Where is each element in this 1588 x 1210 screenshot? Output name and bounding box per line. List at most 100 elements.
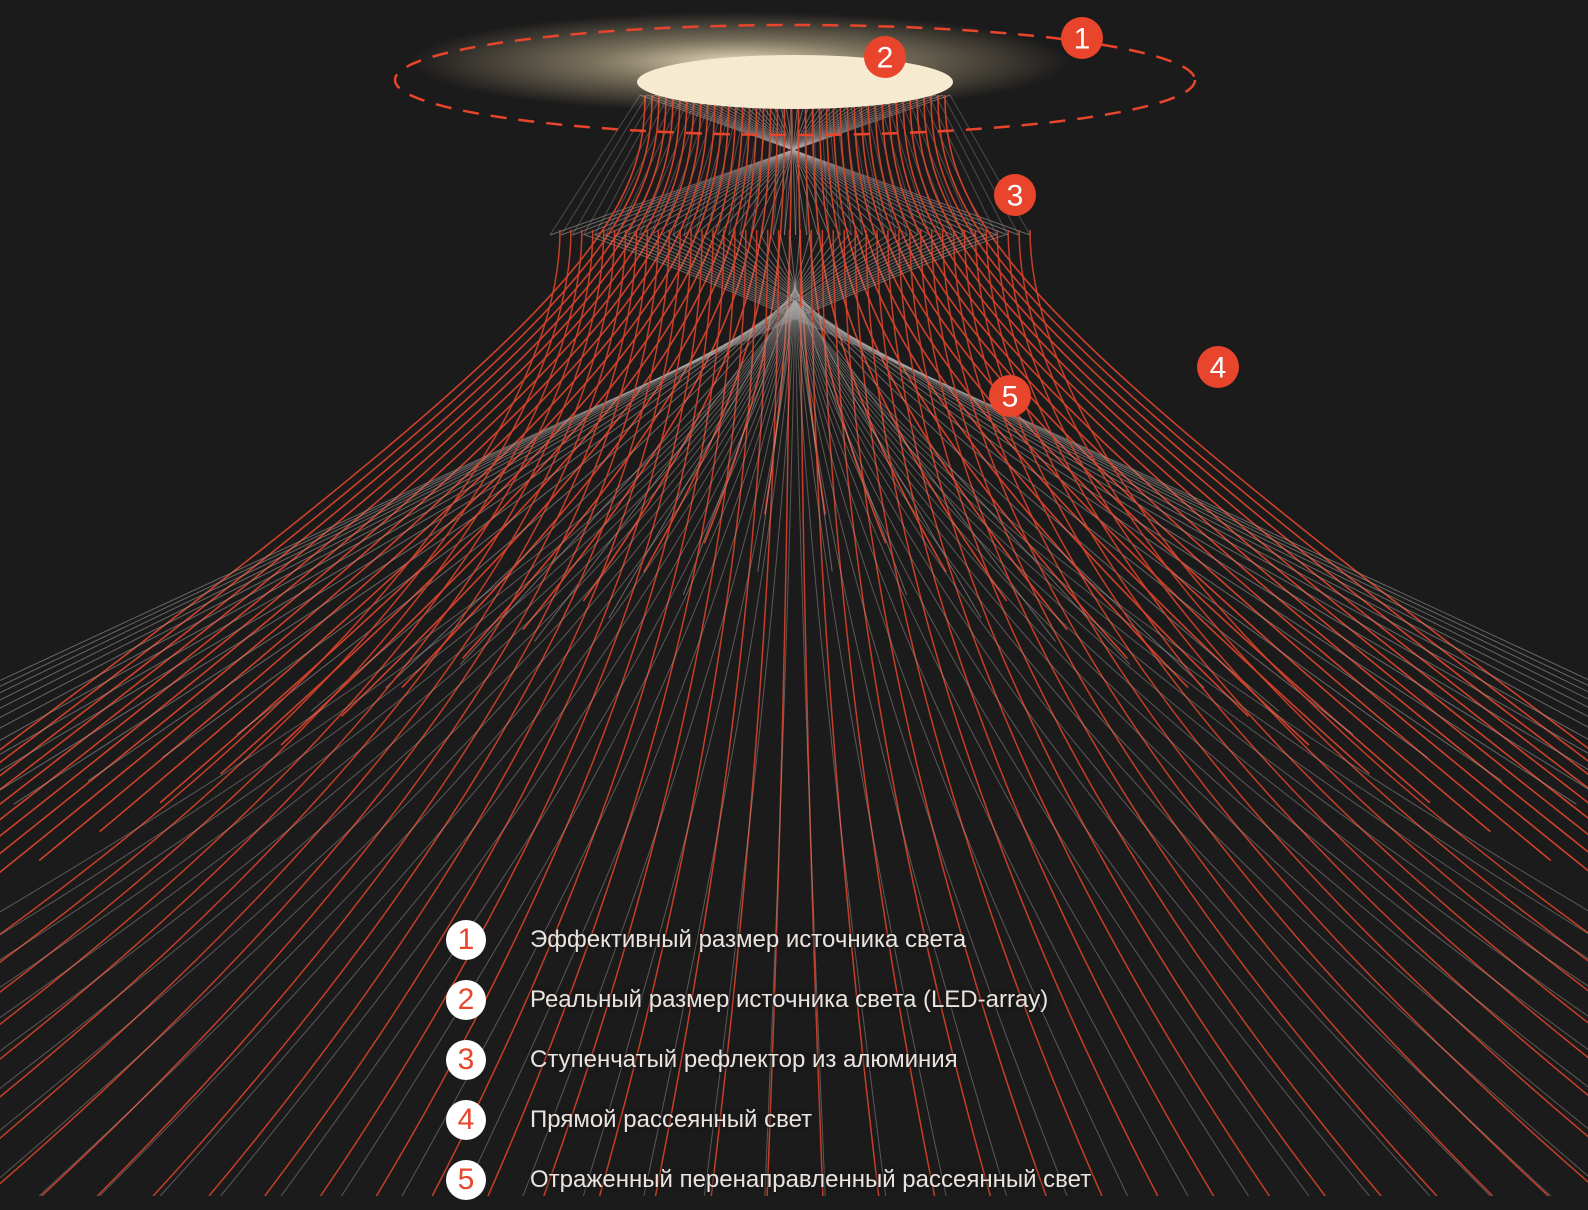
reflected-ray — [770, 234, 982, 619]
direct-ray — [38, 94, 709, 862]
marker-number: 2 — [877, 42, 894, 75]
direct-ray-long — [832, 229, 992, 1196]
reflected-ray-long — [401, 299, 796, 1196]
direct-ray — [867, 94, 1431, 804]
reflected-ray — [779, 234, 908, 596]
reflected-ray — [594, 234, 1588, 686]
reflector-line — [935, 94, 1009, 236]
direct-ray — [0, 94, 653, 764]
direct-ray-long — [810, 229, 880, 1196]
number-badge-icon: 3 — [446, 1040, 486, 1080]
direct-ray — [582, 94, 772, 602]
direct-ray — [0, 94, 660, 777]
reflected-ray — [0, 234, 928, 755]
reflected-ray-long — [703, 299, 796, 1196]
direct-ray-long — [821, 229, 936, 1196]
reflected-ray-long — [794, 299, 1588, 1130]
direct-ray — [159, 94, 723, 804]
reflected-ray — [608, 234, 820, 619]
legend-text: Эффективный размер источника света — [530, 926, 967, 953]
direct-ray-long — [865, 229, 1159, 1196]
reflected-ray — [0, 234, 918, 772]
direct-ray — [0, 94, 695, 855]
reflected-ray-long — [220, 299, 796, 1196]
direct-ray-long — [431, 229, 725, 1196]
direct-ray — [846, 94, 1250, 717]
direct-ray-long — [1029, 229, 1588, 934]
reflected-ray — [757, 234, 801, 572]
reflected-ray — [0, 234, 1006, 682]
led-array-disc — [637, 55, 953, 109]
reflected-ray-long — [0, 299, 796, 988]
direct-ray-long — [208, 229, 681, 1196]
number-badge-icon: 1 — [446, 920, 486, 960]
legend-item-5: 5 Отраженный перенаправленный рассеянный… — [446, 1150, 1206, 1210]
reflected-ray — [682, 234, 811, 596]
reflector-line — [927, 94, 997, 236]
reflected-ray — [682, 234, 1588, 790]
reflected-ray-long — [794, 299, 1588, 1051]
direct-ray-long — [0, 229, 627, 1140]
reflected-ray-long — [794, 299, 1491, 1196]
reflected-ray — [162, 234, 879, 759]
reflected-ray-long — [0, 299, 796, 913]
marker-4-number-badge-icon: 4 — [1197, 346, 1239, 388]
legend-text: Отраженный перенаправленный рассеянный с… — [530, 1166, 1092, 1193]
direct-ray-long — [96, 229, 660, 1196]
direct-ray — [916, 94, 1588, 804]
reflector-line — [772, 94, 807, 236]
legend-text: Реальный размер источника света (LED-arr… — [530, 986, 1049, 1013]
reflected-ray — [740, 234, 1205, 689]
reflected-ray-long — [0, 299, 796, 1019]
marker-number: 3 — [1007, 180, 1024, 213]
reflected-ray-long — [794, 299, 1129, 1196]
reflected-ray — [310, 234, 859, 712]
direct-ray — [888, 94, 1588, 872]
direct-ray — [0, 94, 646, 751]
reflected-ray-long — [794, 299, 1310, 1196]
reflected-ray-long — [794, 299, 1370, 1196]
reflected-ray — [662, 234, 1588, 754]
direct-ray-long — [0, 229, 605, 1061]
reflected-ray-long — [794, 299, 1189, 1196]
reflected-ray — [13, 234, 898, 805]
reflected-ray-long — [794, 299, 887, 1196]
reflected-ray — [0, 234, 908, 791]
reflected-ray — [0, 234, 976, 701]
legend-text: Прямой рассеянный свет — [530, 1106, 813, 1133]
reflected-ray-long — [794, 299, 826, 1196]
reflected-ray-long — [0, 299, 796, 1179]
reflector-line — [654, 94, 1008, 236]
reflected-ray — [750, 234, 1131, 665]
marker-1-number-badge-icon: 1 — [1061, 17, 1103, 59]
reflected-ray-long — [0, 299, 796, 1089]
reflector-line — [848, 94, 875, 236]
marker-3-number-badge-icon: 3 — [994, 174, 1036, 216]
reflector-line — [661, 94, 879, 236]
marker-circle — [1197, 346, 1239, 388]
direct-ray — [280, 94, 737, 746]
marker-circle — [989, 375, 1031, 417]
reflected-ray — [534, 234, 830, 642]
reflected-ray — [0, 234, 937, 741]
reflected-ray — [0, 234, 957, 719]
legend-text: Ступенчатый рефлектор из алюминия — [530, 1046, 958, 1073]
reflected-ray — [672, 234, 1588, 771]
direct-ray-long — [1007, 229, 1588, 992]
direct-ray — [944, 94, 1588, 750]
reflector-line — [762, 94, 841, 236]
direct-ray — [937, 94, 1588, 762]
direct-ray-long — [264, 229, 692, 1196]
direct-ray-long — [710, 229, 780, 1196]
reflector-line — [877, 94, 919, 236]
reflected-ray-long — [0, 299, 796, 936]
reflected-ray-long — [794, 299, 1588, 935]
reflected-ray-long — [0, 299, 796, 1052]
direct-ray — [0, 94, 702, 874]
direct-ray-long — [319, 229, 703, 1196]
direct-ray-long — [766, 229, 791, 1196]
direct-ray-long — [963, 229, 1588, 1138]
direct-ray-long — [930, 229, 1494, 1196]
direct-ray-long — [598, 229, 758, 1196]
